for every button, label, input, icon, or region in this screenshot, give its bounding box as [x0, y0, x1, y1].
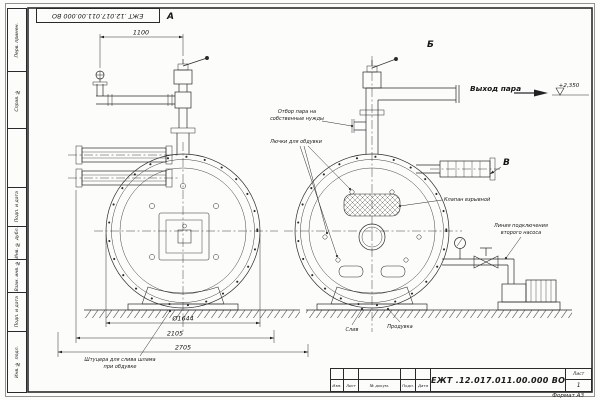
- leader-lines: [139, 120, 522, 357]
- margin-stamp: Подп. и дата: [7, 292, 27, 332]
- view-label-b: Б: [427, 40, 434, 50]
- margin-stamp-label: Подп. и дата: [14, 191, 20, 223]
- title-block-col-date: Дата: [416, 380, 431, 391]
- view-label-a: А: [166, 12, 174, 22]
- margin-stamp-label: Инв. № дубл.: [14, 227, 20, 259]
- margin-stamp-label: Подп. и дата: [14, 296, 20, 328]
- sheet-frame: [5, 3, 595, 397]
- pump-line-label-line2: второго насоса: [501, 230, 541, 236]
- blowdown-label: Продувка: [387, 324, 412, 330]
- sheet-value: 1: [576, 382, 581, 389]
- title-block-cell: [416, 369, 431, 380]
- steam-outlet-mark: [514, 87, 589, 97]
- dim-width-total: 2705: [175, 344, 191, 352]
- title-block-cell: [401, 369, 416, 380]
- title-block-cell: [331, 369, 344, 380]
- margin-stamp-label: Взам. инв. №: [14, 260, 20, 292]
- steam-tap-label-line1: Отбор пара на: [278, 109, 316, 115]
- title-block-cell: [344, 369, 359, 380]
- margin-stamp-spacer: [7, 128, 27, 187]
- margin-stamp: Подп. и дата: [7, 187, 27, 227]
- margin-stamp: Взам. инв. №: [7, 259, 27, 293]
- sludge-label-line2: при обдувке: [104, 364, 137, 370]
- margin-stamp-column: Перв. примен. Справ. № Подп. и дата Инв.…: [7, 8, 27, 393]
- title-block-cell: [359, 369, 401, 380]
- margin-stamp: Перв. примен.: [7, 8, 27, 72]
- drawing-number: ЕЖТ .12.017.011.00.000 ВО: [431, 369, 567, 391]
- drawing-texts: А Б В Выход пара +2,350 Отбор пара на со…: [84, 12, 579, 370]
- side-tubes-view-a: [68, 145, 178, 188]
- drawing-number-flipped-text: ЕЖТ .12.017.011.00.000 ВО: [52, 11, 144, 20]
- steam-tap-label-line2: собственные нужды: [270, 116, 324, 122]
- dim-diameter: Ø1644: [171, 315, 193, 323]
- title-block-col-sign: Подп.: [401, 380, 416, 391]
- dimension-lines: [57, 34, 309, 357]
- ground-hatching: [84, 309, 572, 318]
- view-label-v: В: [503, 158, 510, 168]
- margin-stamp: Справ. №: [7, 71, 27, 129]
- sheet-label: Лист: [566, 369, 591, 380]
- drawing-number-flipped: ЕЖТ .12.017.011.00.000 ВО: [36, 8, 160, 23]
- margin-stamp-label: Инв. № подл.: [14, 346, 20, 378]
- pump-line-label-line1: Линия подключения: [493, 223, 548, 229]
- title-block: Изм. Лист № докум. Подп. Дата ЕЖТ .12.01…: [330, 368, 592, 392]
- margin-stamp: Инв. № дубл.: [7, 226, 27, 260]
- title-block-sheet: Лист 1: [566, 369, 591, 391]
- sludge-label-line1: Штуцера для слива шлама: [84, 357, 155, 363]
- title-block-col-doc: № докум.: [359, 380, 401, 391]
- format-label: Формат А3: [552, 393, 584, 399]
- explosion-valve-label: Клапан взрывной: [444, 197, 491, 203]
- margin-stamp: Инв. № подл.: [7, 331, 27, 393]
- hatches-label: Лючки для обдувки: [269, 139, 323, 145]
- title-block-col-izm: Изм.: [331, 380, 344, 391]
- title-block-col-list: Лист: [344, 380, 359, 391]
- drain-label: Слив: [346, 327, 359, 333]
- margin-stamp-label: Перв. примен.: [14, 22, 20, 58]
- boiler-front-view-a: [92, 56, 278, 332]
- title-block-revision-grid: Изм. Лист № докум. Подп. Дата: [331, 369, 431, 391]
- steam-outlet-label: Выход пара: [470, 84, 521, 93]
- dim-width-mid: 2105: [167, 330, 183, 338]
- boiler-front-view-b: [284, 56, 561, 332]
- margin-stamp-label: Справ. №: [14, 88, 20, 112]
- dim-top-width: 1100: [133, 29, 149, 37]
- elevation-label: +2,350: [559, 83, 580, 89]
